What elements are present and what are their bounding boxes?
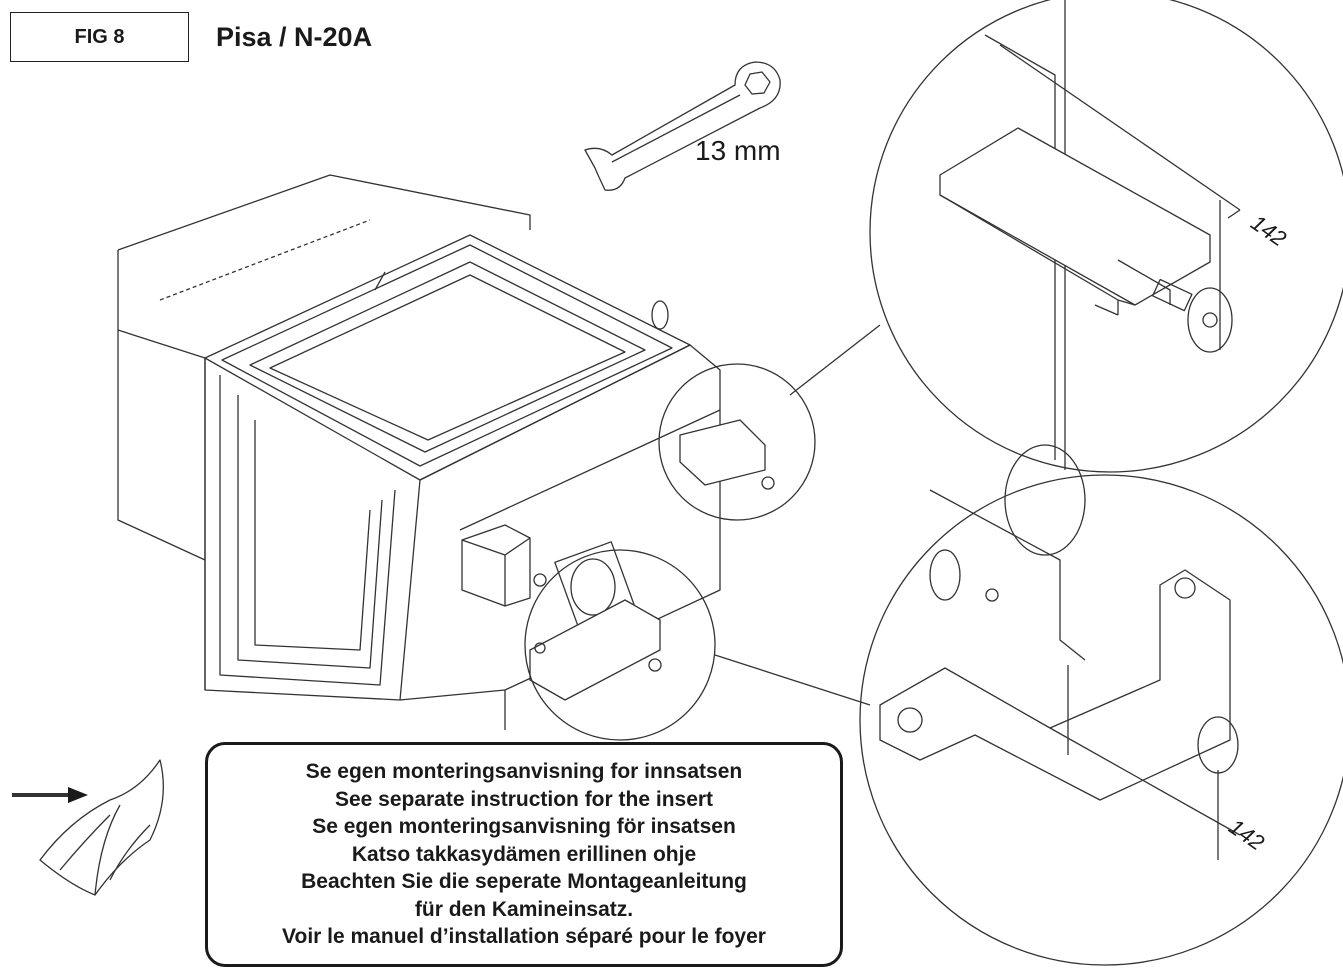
notice-line-finnish: Katso takkasydämen erillinen ohje (351, 842, 697, 866)
open-book-icon (12, 759, 164, 896)
notice-line-french: Voir le manuel d’installation séparé pou… (282, 925, 766, 949)
notice-line-norwegian: Se egen monteringsanvisning for innsatse… (305, 760, 743, 784)
separate-instruction-notice: Se egen monteringsanvisning for innsatse… (205, 742, 843, 967)
notice-line-english: See separate instruction for the insert (334, 787, 714, 811)
model-title: Pisa / N-20A (216, 22, 373, 52)
notice-line-swedish: Se egen monteringsanvisning för insatsen (312, 815, 736, 839)
detail-top (869, 0, 1343, 473)
notice-line-german-2: für den Kamineinsatz. (414, 897, 634, 921)
detail-circle-small-top (658, 363, 816, 521)
figure-label: FIG 8 (10, 12, 189, 62)
fireplace-housing (117, 174, 775, 730)
wrench-size-label: 13 mm (695, 135, 781, 166)
detail-circle-small-bottom (524, 549, 716, 741)
detail-bottom (859, 444, 1343, 966)
notice-line-german-1: Beachten Sie die seperate Montageanleitu… (301, 870, 747, 894)
wrench-icon (584, 61, 781, 191)
